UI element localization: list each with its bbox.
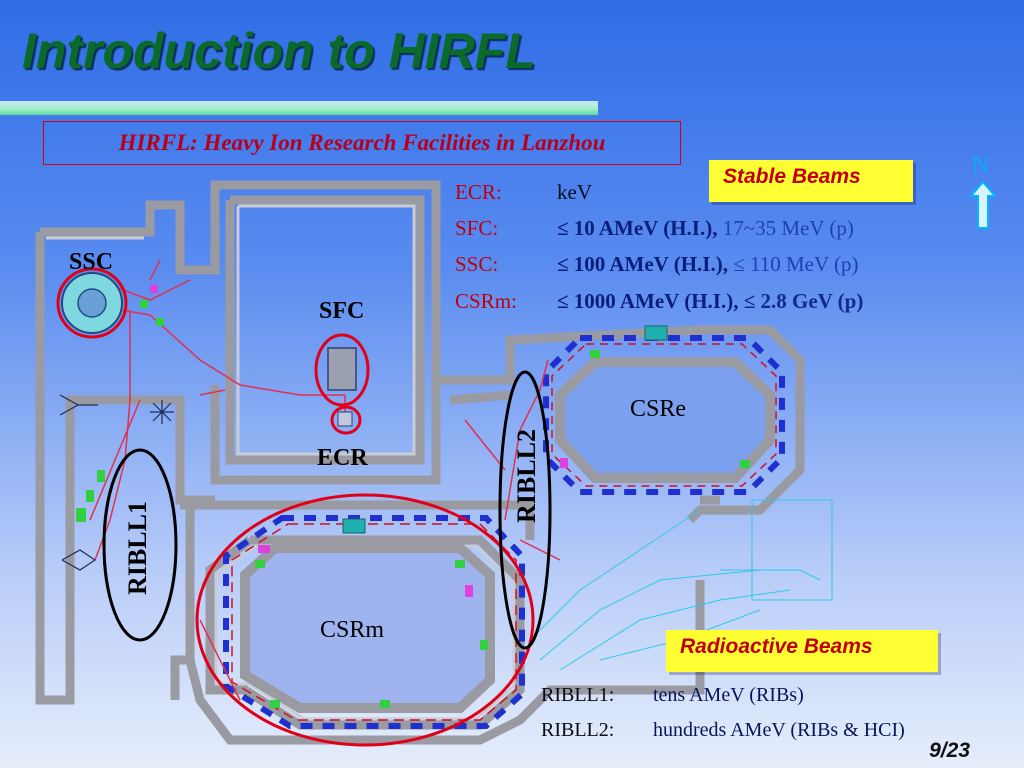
ssc-core — [77, 288, 107, 318]
ribll-outlines — [102, 370, 552, 650]
target-stations — [59, 394, 174, 571]
beam-spec-row: ECR: keV — [455, 180, 592, 205]
csrm-electron-cooler — [342, 518, 366, 534]
ecr-source — [337, 411, 353, 427]
building-wall-inner — [46, 204, 516, 721]
north-arrow-icon — [968, 180, 998, 229]
beam-spec-secondary: 17~35 MeV (p) — [722, 216, 854, 240]
ribll-row: RIBLL1: tens AMeV (RIBs) — [541, 684, 804, 707]
magnets-magenta — [150, 285, 568, 597]
page-number: 9/23 — [929, 739, 970, 762]
subtitle: HIRFL: Heavy Ion Research Facilities in … — [118, 130, 606, 155]
csre-ring — [551, 343, 777, 487]
beam-spec-name: ECR: — [455, 180, 502, 204]
csrm-ring-dipoles — [223, 515, 525, 729]
csrm-hall — [240, 543, 495, 713]
ribll2-label: RIBLL2 — [512, 429, 541, 523]
beam-spec-primary: ≤ 100 AMeV (H.I.), — [557, 252, 728, 276]
csre-electron-cooler — [644, 325, 668, 341]
beam-spec-primary: ≤ 1000 AMeV (H.I.), — [557, 289, 739, 313]
csre-label: CSRe — [630, 396, 687, 422]
radioactive-beams-tag: Radioactive Beams — [666, 630, 938, 672]
page-title: Introduction to HIRFL — [22, 23, 536, 79]
north-label: N — [972, 153, 990, 179]
beam-spec-secondary: ≤ 110 MeV (p) — [733, 252, 859, 276]
beam-spec-row: CSRm: ≤ 1000 AMeV (H.I.), ≤ 2.8 GeV (p) — [455, 289, 863, 314]
ribll-value: hundreds AMeV (RIBs & HCI) — [653, 719, 905, 741]
csre-hall — [555, 357, 775, 483]
beam-spec-primary: keV — [557, 180, 592, 204]
highlight-circles — [56, 267, 535, 747]
csrm-label: CSRm — [320, 617, 385, 643]
ribll-row: RIBLL2: hundreds AMeV (RIBs & HCI) — [541, 719, 905, 742]
subtitle-box: HIRFL: Heavy Ion Research Facilities in … — [43, 121, 681, 165]
stable-beams-tag: Stable Beams — [709, 160, 913, 202]
beam-spec-name: CSRm: — [455, 289, 517, 313]
csre-ring-dipoles — [543, 335, 785, 495]
sfc-label: SFC — [319, 298, 365, 324]
beam-spec-row: SSC: ≤ 100 AMeV (H.I.), ≤ 110 MeV (p) — [455, 252, 858, 277]
beam-spec-name: SSC: — [455, 252, 499, 276]
ribll-value: tens AMeV (RIBs) — [653, 684, 804, 706]
sfc-cyclotron — [327, 347, 357, 391]
title-underline-bar — [0, 101, 598, 115]
beam-spec-secondary: ≤ 2.8 GeV (p) — [743, 289, 864, 313]
ribll-name: RIBLL1: — [541, 684, 615, 706]
beam-spec-primary: ≤ 10 AMeV (H.I.), — [557, 216, 718, 240]
beam-spec-name: SFC: — [455, 216, 499, 240]
ecr-label: ECR — [317, 445, 368, 471]
ribll1-label: RIBLL1 — [123, 501, 152, 595]
ssc-label: SSC — [69, 249, 114, 275]
quadrupoles-green — [76, 300, 750, 708]
beam-spec-row: SFC: ≤ 10 AMeV (H.I.), 17~35 MeV (p) — [455, 216, 854, 241]
csrm-ring — [231, 523, 517, 721]
ribll-name: RIBLL2: — [541, 719, 615, 741]
